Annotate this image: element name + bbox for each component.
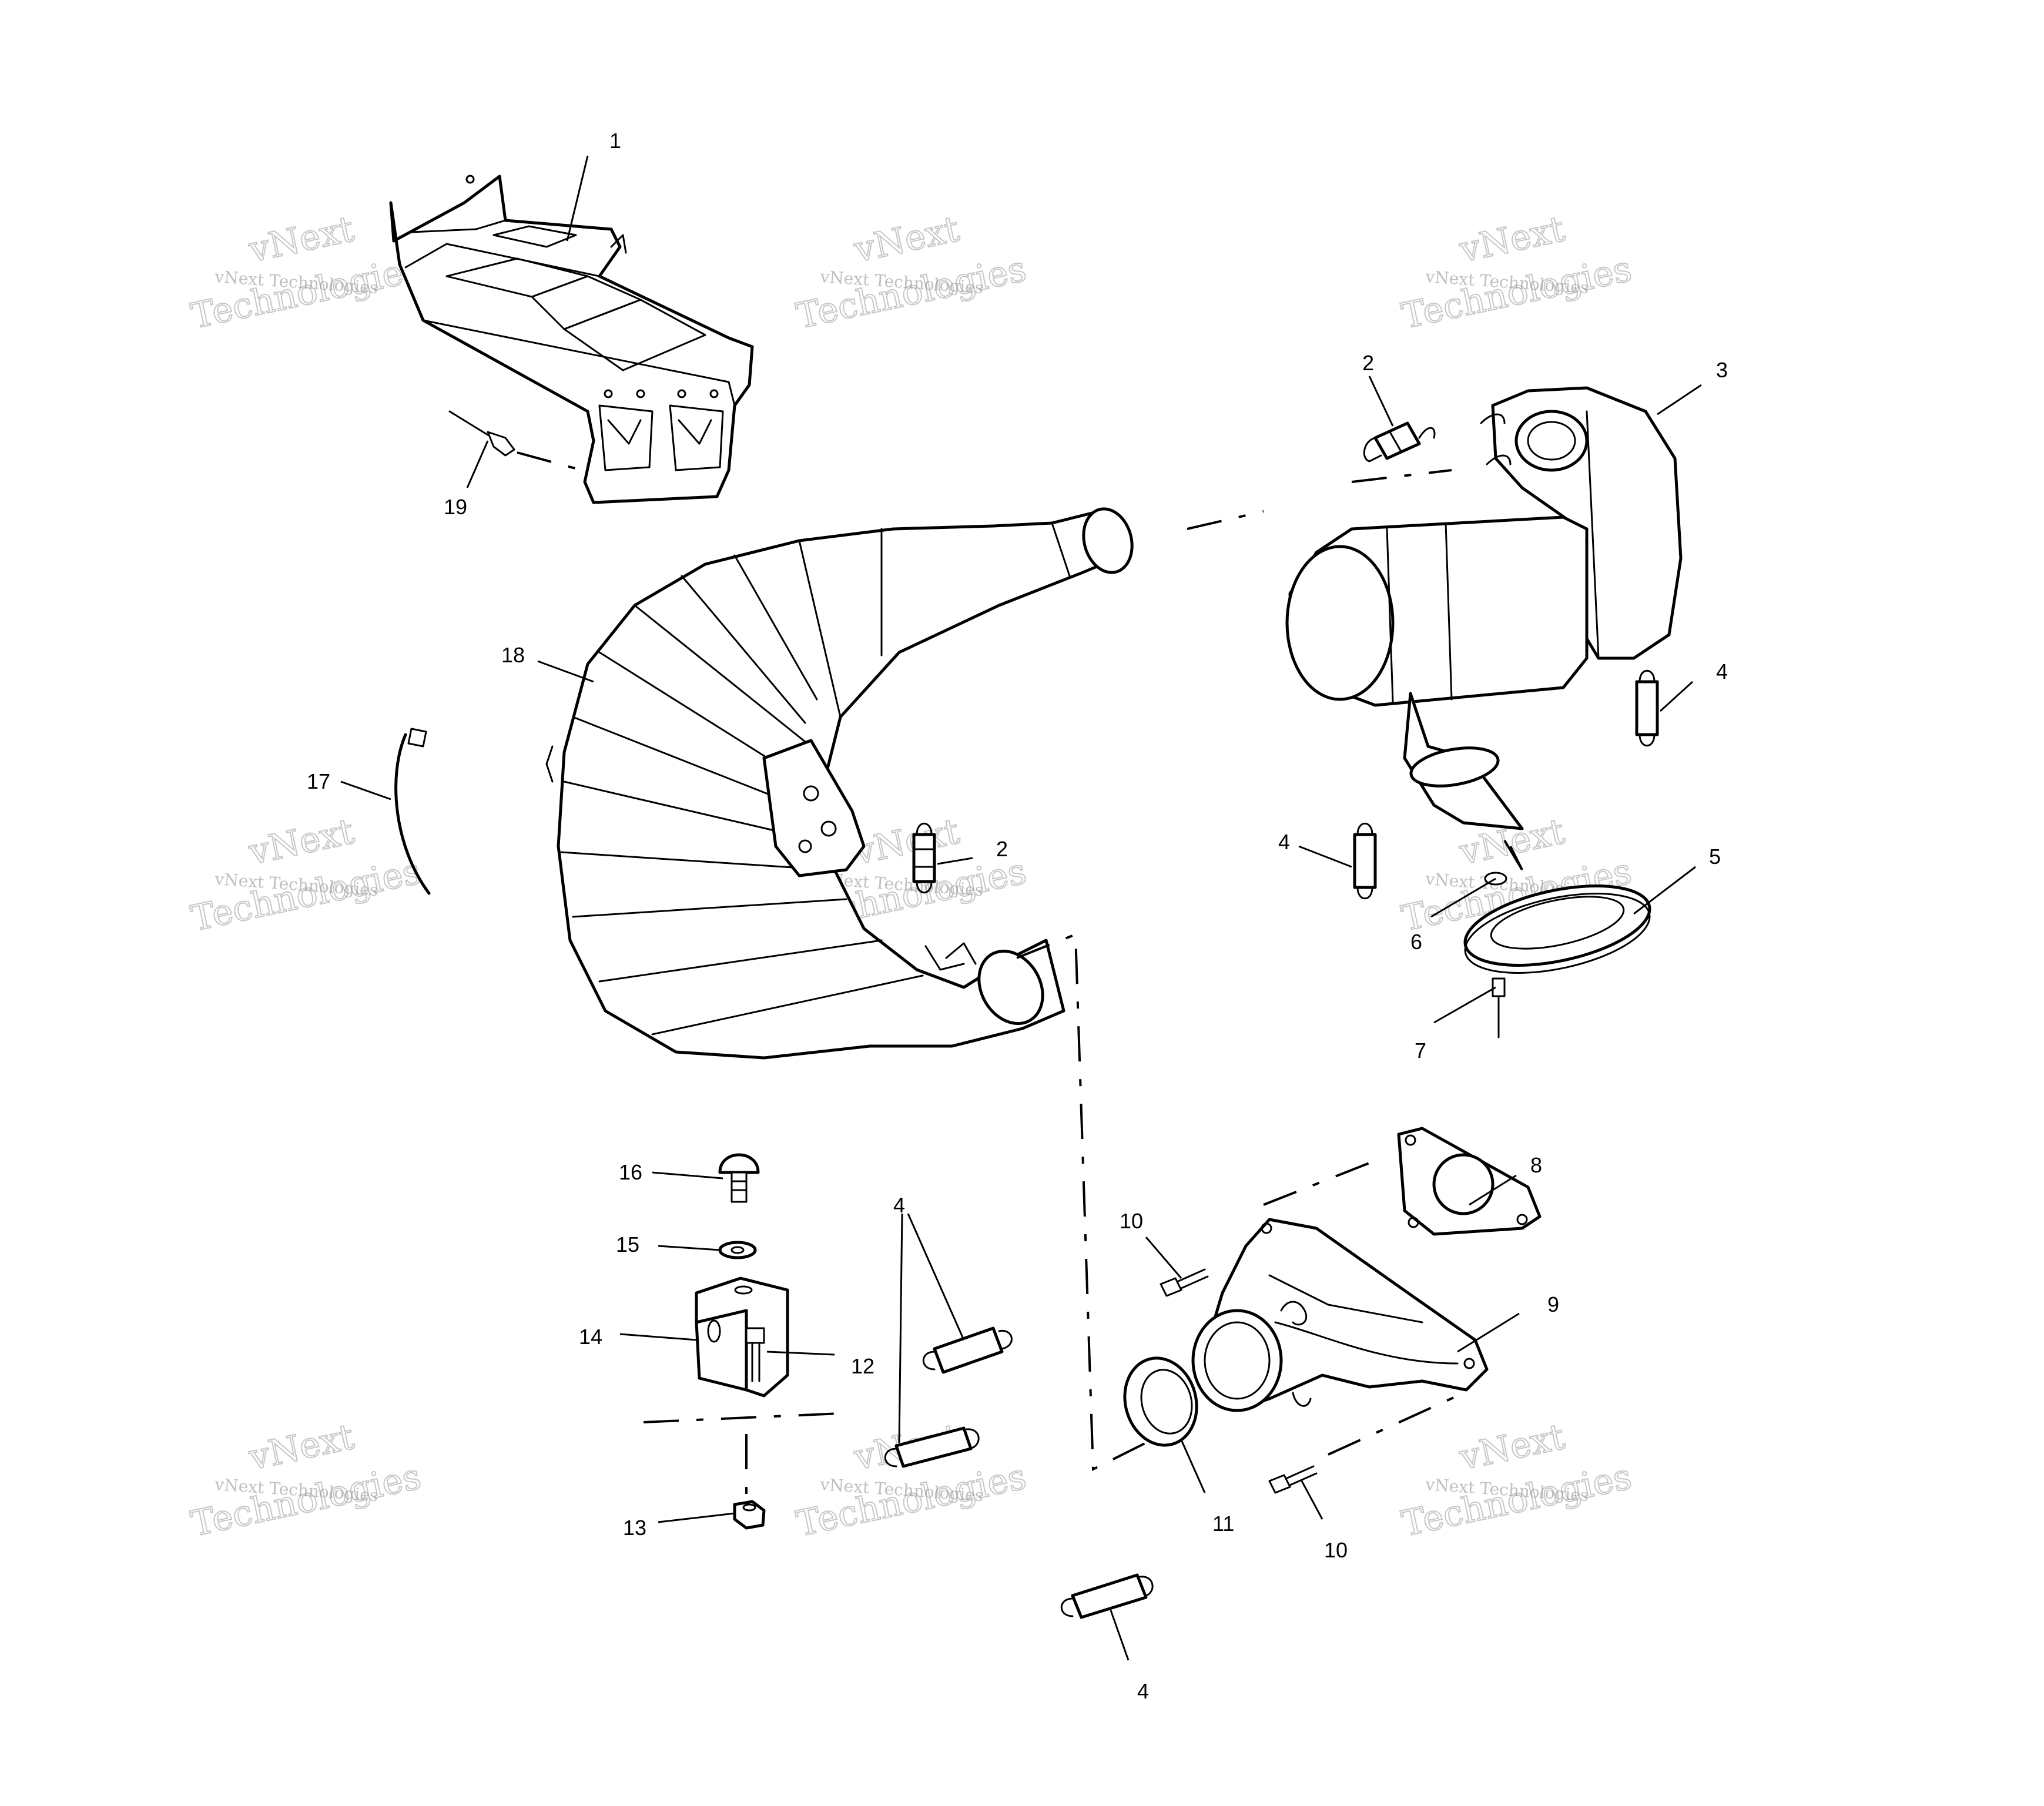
callout-2-top: 2 bbox=[1362, 351, 1374, 375]
leader-5 bbox=[1633, 866, 1696, 915]
callout-5: 5 bbox=[1709, 845, 1721, 869]
callout-13: 13 bbox=[623, 1516, 646, 1540]
part-8-flange-gasket bbox=[1397, 1127, 1542, 1236]
callout-labels: 1 2 3 4 4 2 18 17 19 5 6 7 8 9 10 10 11 … bbox=[307, 129, 1728, 1703]
watermark: vNext Technologies vNext Technologies bbox=[792, 1416, 1030, 1546]
leader-4-bottom bbox=[1110, 1610, 1130, 1661]
leader-19 bbox=[466, 440, 489, 488]
callout-4-bottom: 4 bbox=[1137, 1679, 1149, 1703]
watermark: vNext Technologies vNext Technologies bbox=[187, 1416, 425, 1546]
callout-7: 7 bbox=[1415, 1038, 1426, 1063]
watermark-outline: vNext bbox=[245, 1416, 357, 1479]
part-14-bracket bbox=[695, 1276, 789, 1398]
watermark: vNext Technologies vNext Technologies bbox=[1398, 208, 1636, 338]
watermark-outline: Technologies bbox=[1398, 249, 1635, 337]
leader-16 bbox=[652, 1171, 723, 1180]
watermark-outline: vNext bbox=[1456, 209, 1568, 271]
callout-11: 11 bbox=[1212, 1512, 1234, 1536]
watermark: vNext Technologies vNext Technologies bbox=[187, 810, 425, 940]
callout-4-center: 4 bbox=[1278, 830, 1290, 854]
leader-12 bbox=[766, 1351, 835, 1356]
callout-3: 3 bbox=[1716, 358, 1728, 382]
part-10-bolt-lower bbox=[1268, 1465, 1318, 1494]
part-17-strap bbox=[394, 728, 431, 895]
watermark-outline: Technologies bbox=[187, 851, 424, 940]
leader-6 bbox=[1430, 877, 1496, 918]
leader-11 bbox=[1180, 1439, 1206, 1493]
part-19-rivet bbox=[448, 410, 582, 471]
callout-16: 16 bbox=[619, 1160, 642, 1184]
part-15-washer bbox=[718, 1241, 757, 1259]
leader-3 bbox=[1657, 384, 1702, 416]
part-4-spring-bottom bbox=[1060, 1573, 1154, 1619]
watermark-outline: vNext bbox=[245, 811, 357, 873]
callout-4-lower: 4 bbox=[893, 1193, 905, 1217]
part-9-exhaust-manifold bbox=[1191, 1218, 1489, 1412]
watermark-outline: vNext bbox=[1456, 1416, 1568, 1479]
watermark-outline: vNext bbox=[850, 209, 963, 271]
leader-1 bbox=[566, 155, 589, 242]
watermark: vNext Technologies vNext Technologies bbox=[187, 208, 425, 338]
callout-2-middle: 2 bbox=[996, 837, 1008, 861]
part-11-gasket-ring bbox=[1123, 1356, 1198, 1447]
leader-7 bbox=[1433, 986, 1496, 1024]
part-4-spring-right bbox=[1635, 669, 1659, 747]
part-10-bolt-upper bbox=[1160, 1268, 1209, 1297]
watermark-outline: Technologies bbox=[793, 249, 1030, 337]
watermark-outline: Technologies bbox=[187, 1456, 424, 1545]
part-7-rivet bbox=[1492, 977, 1506, 1038]
leader-13 bbox=[658, 1512, 735, 1523]
callout-12: 12 bbox=[851, 1354, 874, 1378]
callout-15: 15 bbox=[616, 1232, 639, 1257]
part-13-nut bbox=[733, 1500, 766, 1530]
callout-9: 9 bbox=[1547, 1292, 1559, 1316]
part-4-spring-center bbox=[1353, 822, 1377, 900]
callout-1: 1 bbox=[609, 129, 621, 153]
watermark-outline: Technologies bbox=[793, 1456, 1030, 1545]
leader-lines bbox=[340, 155, 1702, 1661]
leader-4-center bbox=[1298, 845, 1352, 868]
part-4-spring-lower-b bbox=[884, 1426, 980, 1468]
callout-18: 18 bbox=[501, 643, 525, 667]
assembly-lines bbox=[643, 469, 1523, 1499]
part-1-exhaust-bracket bbox=[389, 175, 754, 504]
leader-18 bbox=[537, 660, 594, 683]
part-16-bolt bbox=[718, 1153, 760, 1203]
part-2-spring-top bbox=[1363, 421, 1436, 463]
part-12-bolt bbox=[745, 1327, 765, 1382]
callout-4-right: 4 bbox=[1716, 659, 1728, 683]
leader-2-middle bbox=[937, 857, 973, 865]
part-18-expansion-chamber bbox=[545, 507, 1134, 1060]
callout-10-upper: 10 bbox=[1120, 1209, 1143, 1233]
part-4-spring-lower-a bbox=[922, 1326, 1013, 1374]
callout-14: 14 bbox=[579, 1325, 602, 1349]
leader-17 bbox=[340, 780, 391, 800]
watermark-outline: vNext bbox=[245, 209, 357, 271]
leader-15 bbox=[658, 1245, 721, 1251]
part-2-spring-middle bbox=[912, 822, 936, 894]
part-5-gasket bbox=[1463, 884, 1651, 974]
leader-4-right bbox=[1659, 681, 1694, 712]
callout-10-lower: 10 bbox=[1324, 1538, 1348, 1562]
callout-17: 17 bbox=[307, 769, 330, 793]
watermark: vNext Technologies vNext Technologies bbox=[792, 208, 1030, 338]
watermark-outline: Technologies bbox=[1398, 1456, 1635, 1545]
watermark-outline: vNext bbox=[850, 811, 963, 873]
leader-4-lower bbox=[898, 1213, 965, 1443]
leader-9 bbox=[1457, 1312, 1520, 1353]
leader-10-upper bbox=[1145, 1237, 1182, 1279]
leader-2-top bbox=[1368, 376, 1394, 427]
callout-8: 8 bbox=[1530, 1153, 1542, 1177]
leader-14 bbox=[619, 1333, 697, 1341]
watermark-outline: Technologies bbox=[187, 249, 424, 337]
part-3-silencer bbox=[1285, 386, 1683, 830]
leader-8 bbox=[1469, 1174, 1517, 1206]
callout-19: 19 bbox=[444, 495, 467, 519]
leader-10-lower bbox=[1301, 1480, 1323, 1520]
callout-6: 6 bbox=[1410, 930, 1422, 954]
watermark: vNext Technologies vNext Technologies bbox=[1398, 1416, 1636, 1546]
